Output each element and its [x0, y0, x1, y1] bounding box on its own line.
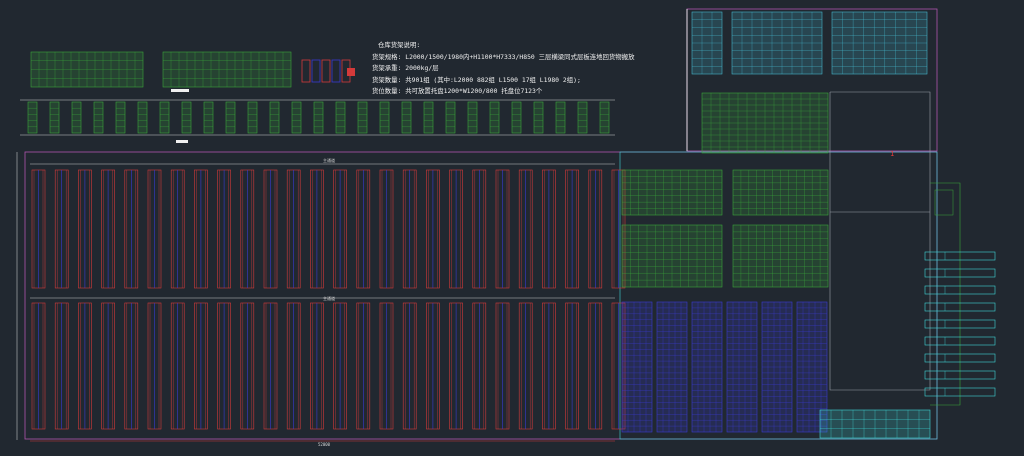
green-rack-column [467, 101, 478, 134]
green-rack-column [71, 101, 82, 134]
green-rack-column [401, 101, 412, 134]
green-rack-column [27, 101, 38, 134]
legend-bar [171, 89, 189, 92]
loading-dock [924, 268, 996, 278]
green-rack-column [93, 101, 104, 134]
green-rack-column [203, 101, 214, 134]
building-outline [16, 8, 961, 442]
green-rack-column [533, 101, 544, 134]
green-rack-column [291, 101, 302, 134]
equipment-symbol-red [347, 68, 355, 76]
loading-dock [924, 319, 996, 329]
loading-dock [924, 336, 996, 346]
equipment-symbol [301, 59, 311, 83]
green-rack-column [489, 101, 500, 134]
equipment-symbol [331, 59, 341, 83]
green-rack-column [225, 101, 236, 134]
room-mark: 1 [890, 150, 895, 158]
green-rack-column [599, 101, 610, 134]
green-rack-column [511, 101, 522, 134]
aisle-label-top: 主通道 [323, 158, 335, 163]
loading-dock [924, 302, 996, 312]
notes-line-count: 货架数量: 共901组 (其中:L2000 882组 L1500 17组 L19… [372, 75, 581, 84]
notes-line-load: 货架承重: 2000kg/层 [372, 64, 439, 73]
green-rack-column [335, 101, 346, 134]
green-rack-column [137, 101, 148, 134]
dimension-bottom: 52000 [318, 442, 331, 447]
green-rack-column [159, 101, 170, 134]
legend-bar-lower [176, 140, 188, 143]
green-rack-column [423, 101, 434, 134]
green-rack-column [577, 101, 588, 134]
green-rack-column [181, 101, 192, 134]
notes-line-spec: 货架规格: L2000/1500/1980内+H1100*H7333/H850 … [372, 52, 635, 61]
green-rack-column [555, 101, 566, 134]
loading-dock [924, 370, 996, 380]
green-rack-column [379, 101, 390, 134]
loading-dock [924, 387, 996, 397]
notes-line-positions: 货位数量: 共可放置托盘1200*W1200/800 托盘位7123个 [372, 87, 543, 96]
green-rack-column [49, 101, 60, 134]
loading-dock [924, 353, 996, 363]
green-rack-column [115, 101, 126, 134]
green-rack-column [445, 101, 456, 134]
notes-title: 仓库货架说明: [378, 41, 421, 49]
green-rack-column [269, 101, 280, 134]
loading-dock [924, 251, 996, 261]
loading-dock [924, 285, 996, 295]
equipment-symbol [321, 59, 331, 83]
green-rack-column [357, 101, 368, 134]
equipment-symbol [311, 59, 321, 83]
warehouse-notes: 仓库货架说明: 货架规格: L2000/1500/1980内+H1100*H73… [372, 40, 634, 98]
green-rack-column [313, 101, 324, 134]
rack-layer [20, 11, 996, 439]
green-rack-column [247, 101, 258, 134]
aisle-label-middle: 主通道 [323, 296, 335, 301]
